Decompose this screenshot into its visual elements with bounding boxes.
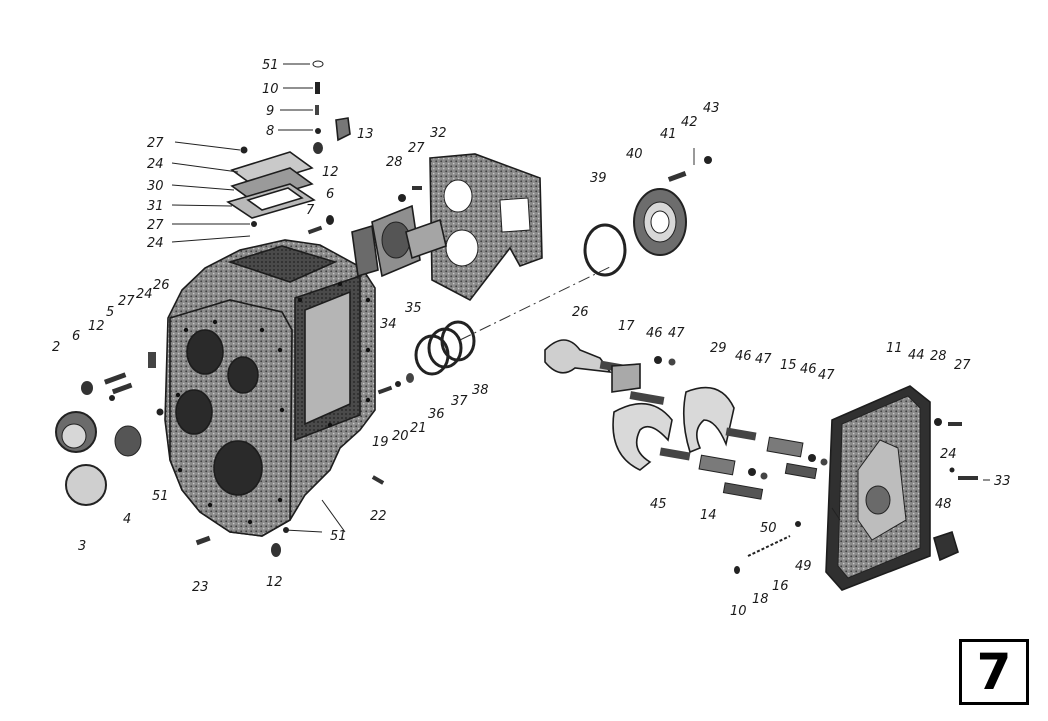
callout-14: 14 (700, 508, 717, 523)
rear-cover-plate (825, 385, 978, 591)
callout-24: 24 (940, 447, 957, 462)
callout-22: 22 (370, 509, 387, 524)
left-plugs (55, 352, 164, 506)
callout-2: 2 (52, 340, 60, 355)
callout-27: 27 (954, 358, 971, 373)
callout-16: 16 (772, 579, 789, 594)
callout-30: 30 (147, 179, 164, 194)
callout-28: 28 (386, 155, 403, 170)
callout-24: 24 (147, 157, 164, 172)
callout-37: 37 (451, 394, 468, 409)
callout-leaders (171, 63, 990, 533)
callout-6: 6 (326, 187, 334, 202)
gearbox-housing (164, 239, 376, 537)
figure-number-box: 7 (959, 639, 1029, 705)
callout-4: 4 (123, 512, 131, 527)
callout-47: 47 (818, 368, 835, 383)
callout-6: 6 (72, 329, 80, 344)
callout-13: 13 (357, 127, 374, 142)
callout-21: 21 (410, 421, 427, 436)
figure-number: 7 (976, 643, 1012, 701)
callout-42: 42 (681, 115, 698, 130)
callout-51: 51 (262, 58, 279, 73)
breather-parts (307, 60, 351, 235)
callout-24: 24 (136, 287, 153, 302)
callout-27: 27 (147, 218, 164, 233)
callout-40: 40 (626, 147, 643, 162)
callout-17: 17 (618, 319, 635, 334)
axis-line (459, 265, 613, 341)
callout-12: 12 (88, 319, 105, 334)
callout-20: 20 (392, 429, 409, 444)
callout-labels: 51 10 9 8 13 27 24 30 31 27 24 12 6 7 28… (52, 58, 1011, 619)
bearing-group (583, 148, 712, 277)
callout-23: 23 (192, 580, 209, 595)
callout-44: 44 (908, 348, 925, 363)
callout-3: 3 (78, 539, 86, 554)
callout-27: 27 (118, 294, 135, 309)
callout-10: 10 (262, 82, 279, 97)
callout-47: 47 (755, 352, 772, 367)
callout-26: 26 (153, 278, 170, 293)
callout-38: 38 (472, 383, 489, 398)
callout-35: 35 (405, 301, 422, 316)
callout-43: 43 (703, 101, 720, 116)
callout-11: 11 (886, 341, 903, 356)
callout-28: 28 (930, 349, 947, 364)
callout-27: 27 (147, 136, 164, 151)
callout-24: 24 (147, 236, 164, 251)
callout-27: 27 (408, 141, 425, 156)
callout-49: 49 (795, 559, 812, 574)
top-cover-assembly (226, 146, 316, 227)
callout-31: 31 (147, 199, 164, 214)
callout-32: 32 (430, 126, 447, 141)
callout-9: 9 (266, 104, 274, 119)
callout-46: 46 (646, 326, 663, 341)
callout-47: 47 (668, 326, 685, 341)
callout-50: 50 (760, 521, 777, 536)
callout-8: 8 (266, 124, 274, 139)
callout-45: 45 (650, 497, 667, 512)
callout-18: 18 (752, 592, 769, 607)
callout-10: 10 (730, 604, 747, 619)
shift-forks (544, 339, 828, 500)
detent-pins (734, 521, 801, 574)
callout-7: 7 (306, 203, 315, 218)
lower-small-parts (195, 373, 414, 557)
callout-12: 12 (266, 575, 283, 590)
callout-39: 39 (590, 171, 607, 186)
callout-26: 26 (572, 305, 589, 320)
callout-29: 29 (710, 341, 727, 356)
callout-41: 41 (660, 127, 677, 142)
callout-33: 33 (994, 474, 1011, 489)
callout-15: 15 (780, 358, 797, 373)
callout-51: 51 (152, 489, 169, 504)
callout-34: 34 (380, 317, 397, 332)
callout-51: 51 (330, 529, 347, 544)
shaft-and-gasket (351, 153, 543, 302)
callout-48: 48 (935, 497, 952, 512)
callout-46: 46 (735, 349, 752, 364)
callout-36: 36 (428, 407, 445, 422)
callout-5: 5 (106, 305, 114, 320)
callout-12: 12 (322, 165, 339, 180)
spring-coils (414, 320, 476, 376)
callout-19: 19 (372, 435, 389, 450)
callout-46: 46 (800, 362, 817, 377)
